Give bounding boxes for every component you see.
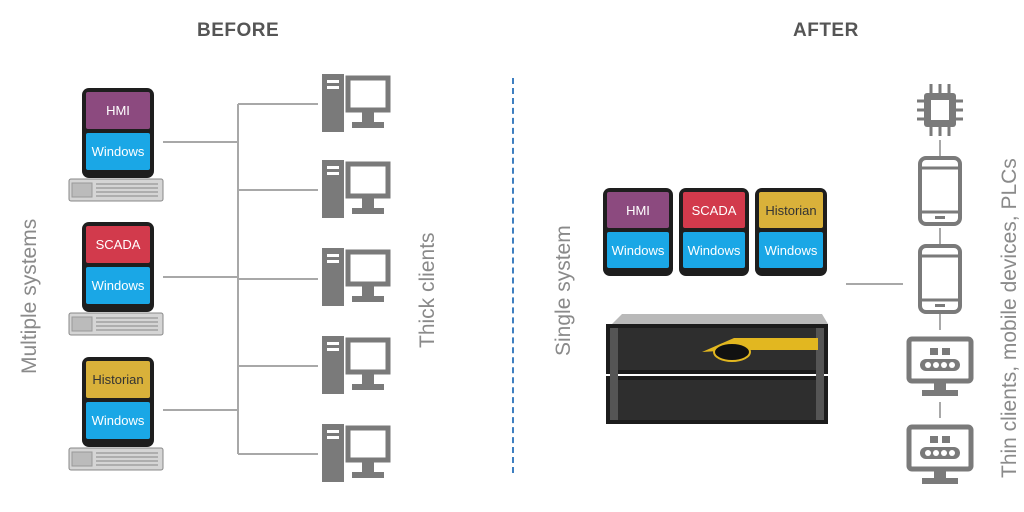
windows-os-block: Windows — [86, 133, 150, 170]
after-app-stack-hmi: HMI Windows — [603, 188, 673, 276]
windows-os-block: Windows — [86, 267, 150, 304]
before-system-1: HMI Windows — [68, 88, 164, 203]
desktop-pc-icon — [322, 424, 391, 482]
tablet-icon — [918, 156, 962, 226]
rack-server-icon — [68, 312, 164, 336]
before-system-2: SCADA Windows — [68, 222, 164, 337]
app-stack: SCADA Windows — [82, 222, 154, 312]
windows-os-block: Windows — [759, 232, 823, 268]
app-stack: Historian Windows — [82, 357, 154, 447]
rack-server-icon — [68, 447, 164, 471]
hmi-app-block: HMI — [86, 92, 150, 129]
scada-app-block: SCADA — [86, 226, 150, 263]
windows-os-block: Windows — [607, 232, 669, 268]
storage-server-icon — [606, 314, 828, 424]
desktop-pc-icon — [322, 248, 391, 306]
after-app-stack-historian: Historian Windows — [755, 188, 827, 276]
tablet-icon — [918, 244, 962, 314]
desktop-pc-icon — [322, 336, 391, 394]
app-stack: HMI Windows — [82, 88, 154, 178]
windows-os-block: Windows — [86, 402, 150, 439]
plc-monitor-icon — [906, 424, 974, 484]
before-after-divider — [512, 78, 514, 473]
historian-app-block: Historian — [86, 361, 150, 398]
rack-server-icon — [68, 178, 164, 202]
desktop-pc-icon — [322, 160, 391, 218]
after-heading: AFTER — [793, 20, 859, 41]
chip-icon — [917, 84, 963, 136]
after-app-stack-scada: SCADA Windows — [679, 188, 749, 276]
hmi-app-block: HMI — [607, 192, 669, 228]
desktop-pc-icon — [322, 74, 391, 132]
historian-app-block: Historian — [759, 192, 823, 228]
windows-os-block: Windows — [683, 232, 745, 268]
before-system-3: Historian Windows — [68, 357, 164, 472]
plc-monitor-icon — [906, 336, 974, 396]
scada-app-block: SCADA — [683, 192, 745, 228]
before-heading: BEFORE — [197, 20, 280, 41]
